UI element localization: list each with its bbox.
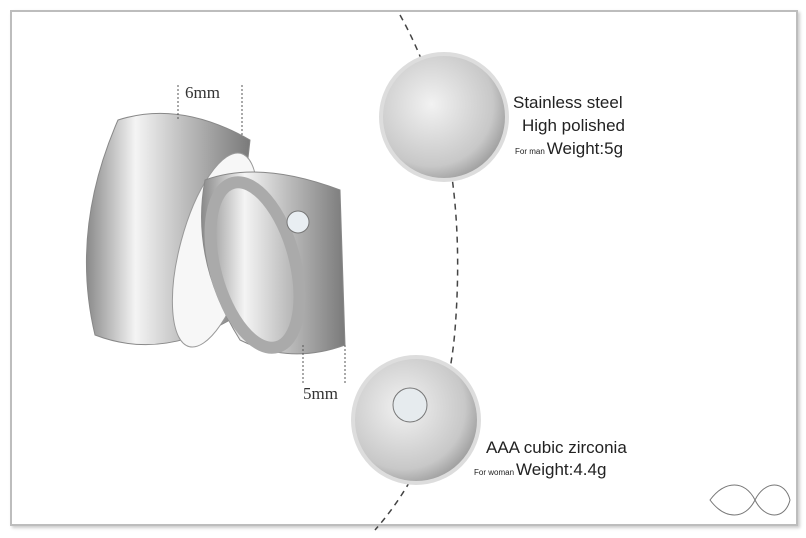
woman-ring: [201, 171, 346, 355]
width-label-man: 6mm: [185, 83, 220, 102]
woman-weight-value: Weight:4.4g: [516, 460, 607, 479]
detail-lens-man: [379, 52, 509, 182]
man-weight-value: Weight:5g: [546, 139, 624, 158]
woman-for-label: For woman: [474, 468, 515, 477]
infinity-logo: [709, 484, 791, 516]
man-for-label: For man: [515, 147, 545, 156]
zirconia-stone: [286, 210, 310, 234]
image-frame: [10, 10, 798, 526]
woman-stone: AAA cubic zirconia: [486, 438, 627, 457]
man-material: Stainless steel: [513, 93, 623, 112]
width-label-woman: 5mm: [303, 384, 338, 403]
man-finish: High polished: [522, 116, 626, 135]
